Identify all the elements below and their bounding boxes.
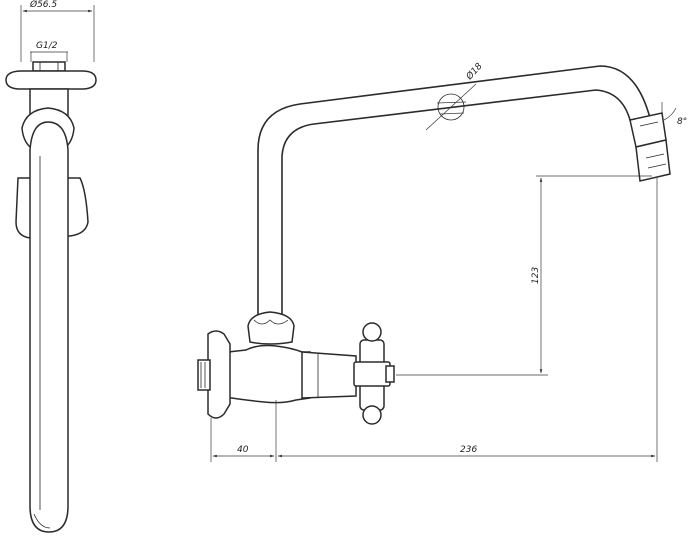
spout-angle-dimension: 8°	[661, 102, 687, 127]
pipe-diameter-label: Ø18	[463, 61, 484, 83]
flange-diameter-dimension: Ø56.5	[20, 0, 95, 62]
thread-dimension: G1/2	[30, 41, 68, 62]
pipe-diameter-marker: Ø18	[425, 61, 485, 131]
spout-angle-label: 8°	[677, 117, 687, 127]
valve-body	[227, 344, 311, 404]
side-view: Ø56.5 G1/2	[5, 0, 97, 533]
valve-stem-housing	[301, 351, 357, 399]
connector-nut	[32, 61, 66, 72]
wall-flange	[207, 330, 231, 419]
flange-disk	[5, 70, 97, 90]
spout-inner-edge	[281, 89, 631, 321]
wall-offset-label: 40	[237, 445, 249, 455]
outlet-height-label: 123	[531, 267, 541, 284]
wall-thread	[197, 359, 211, 391]
outlet-height-dimension: 123	[396, 175, 652, 376]
thread-label: G1/2	[36, 41, 58, 51]
aerator	[629, 112, 671, 182]
spout-reach-label: 236	[460, 445, 477, 455]
handle-right-wing	[63, 177, 89, 237]
flange-diameter-label: Ø56.5	[29, 0, 57, 10]
cross-handle	[353, 322, 395, 425]
spout-side	[29, 121, 69, 533]
union-nut	[247, 311, 295, 345]
front-view: Ø18 8°	[197, 61, 687, 462]
spout-outer-edge	[257, 65, 651, 321]
horizontal-dimensions: 40 236	[210, 178, 658, 462]
